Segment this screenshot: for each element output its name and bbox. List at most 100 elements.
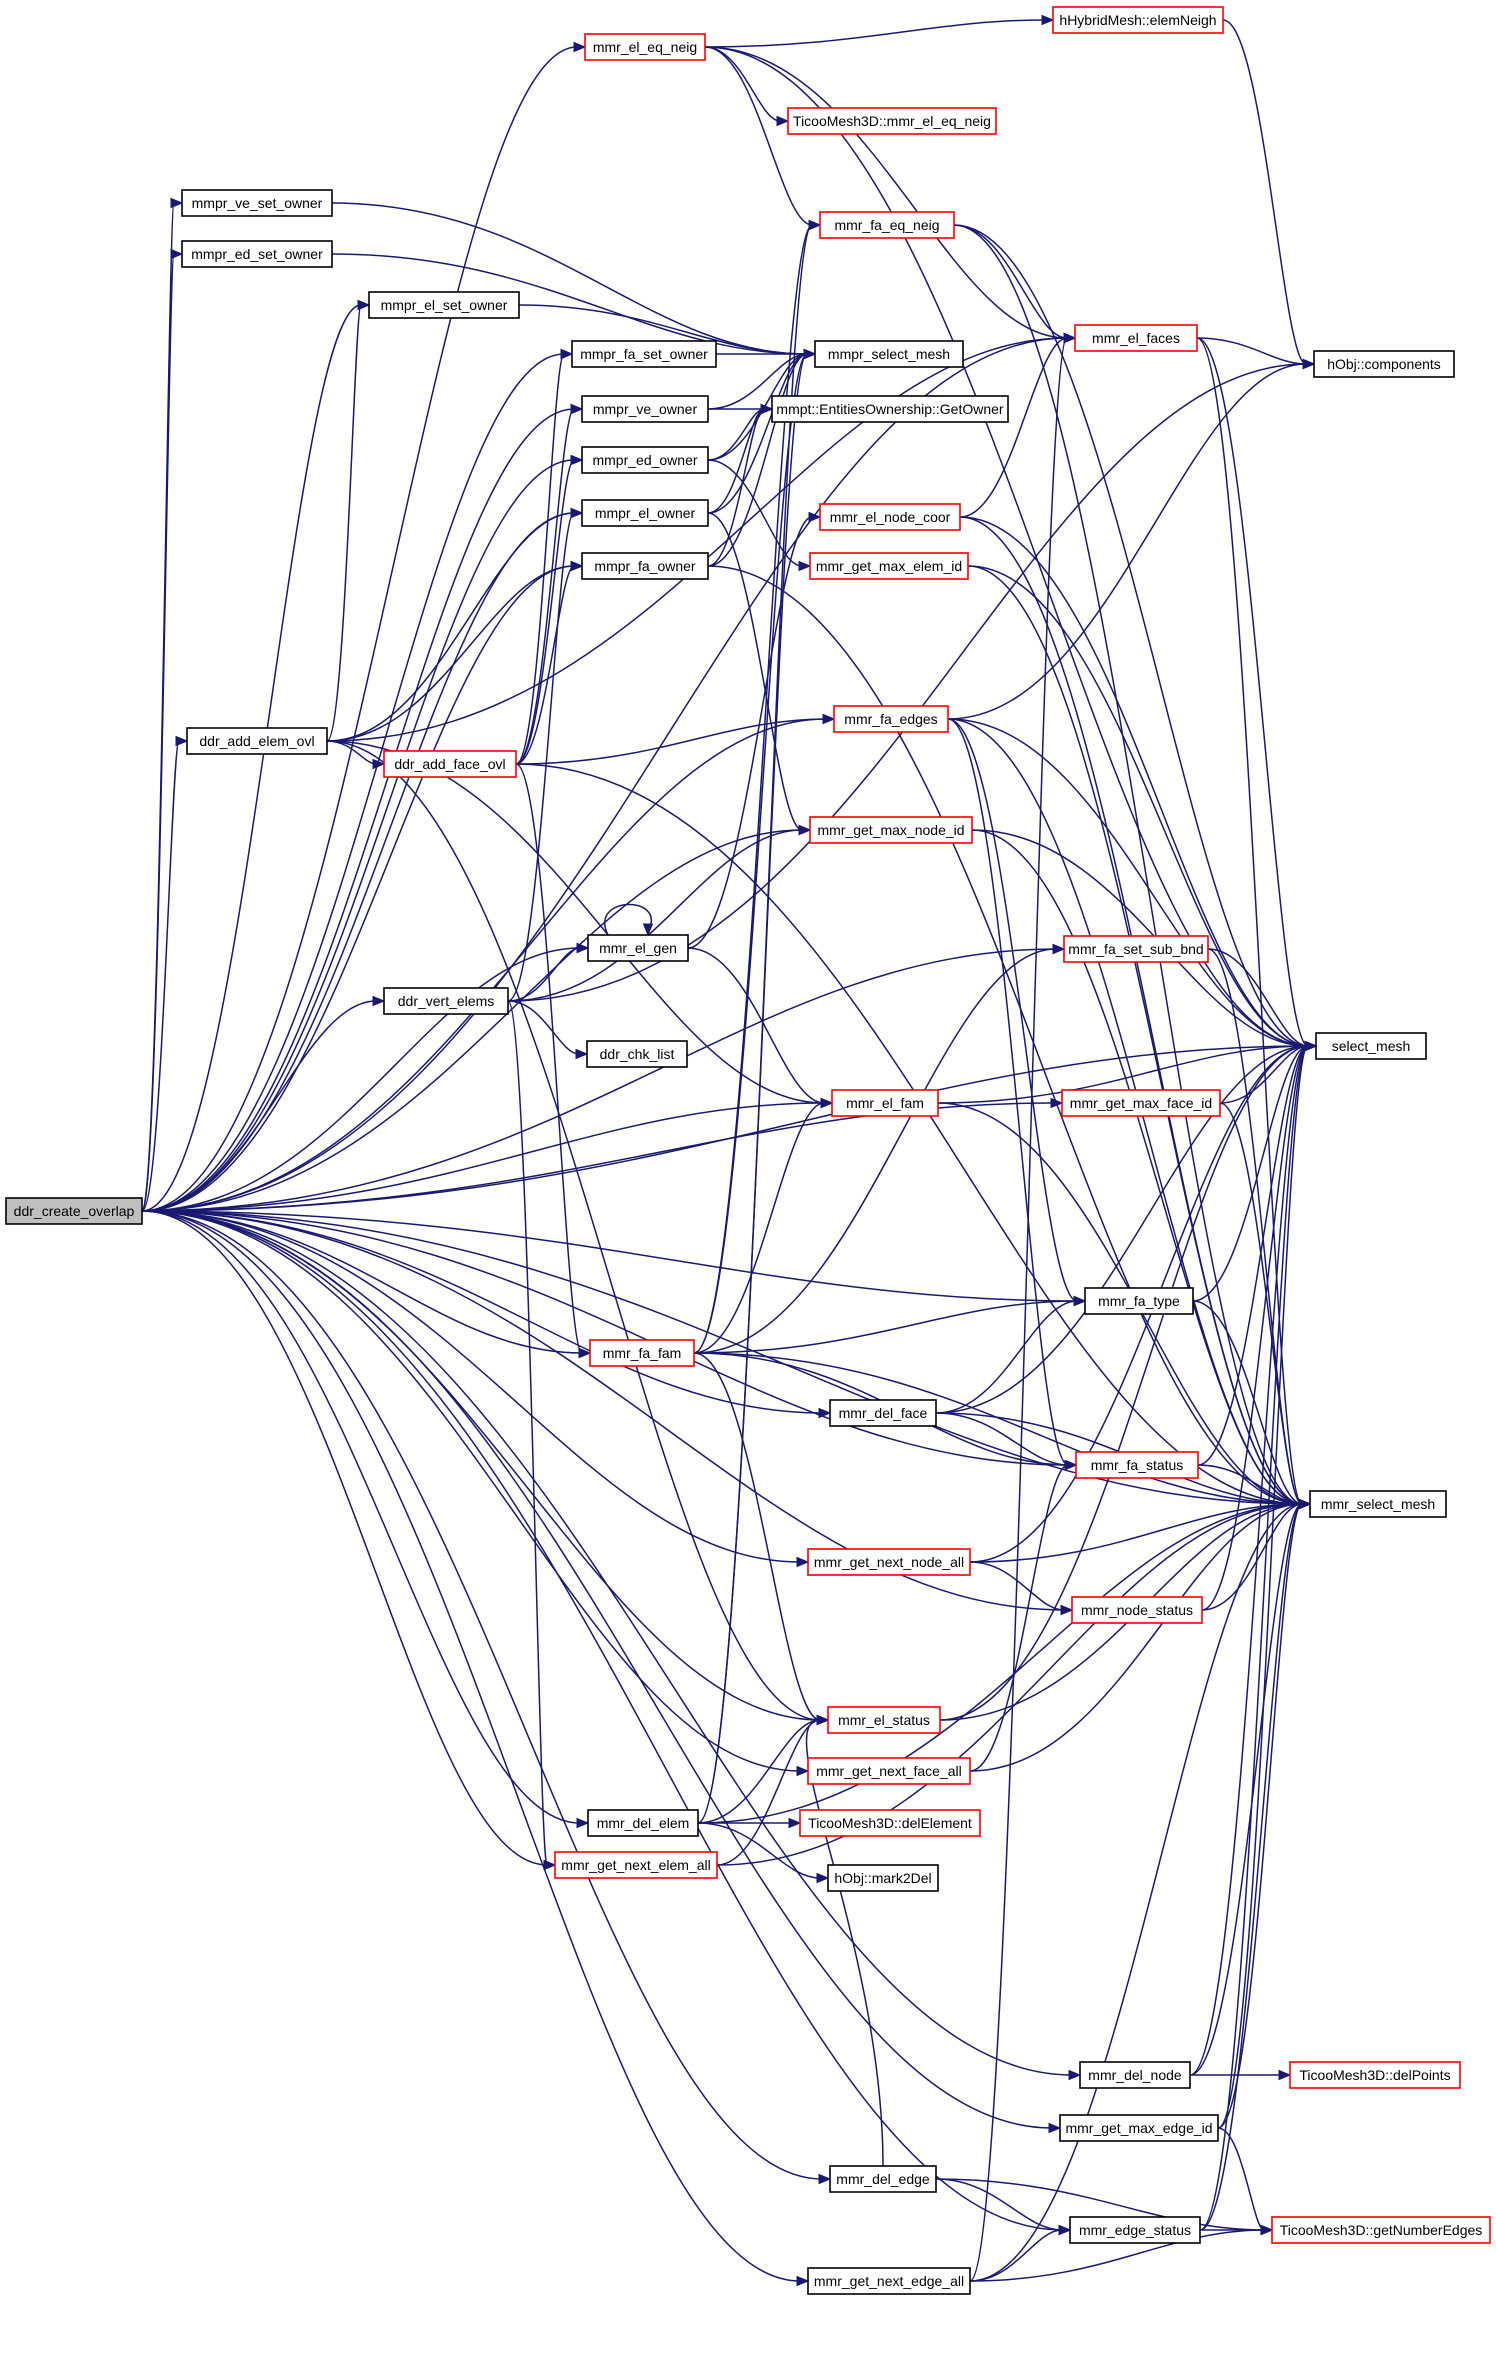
node-box[interactable] bbox=[581, 552, 709, 580]
node-box[interactable] bbox=[1074, 324, 1198, 352]
node-box[interactable] bbox=[1061, 1089, 1221, 1117]
node-mmpr-ed-owner[interactable]: mmpr_ed_owner bbox=[581, 446, 709, 474]
node-select-mesh[interactable]: select_mesh bbox=[1315, 1032, 1427, 1060]
node-mmr-del-edge[interactable]: mmr_del_edge bbox=[829, 2165, 937, 2193]
node-box[interactable] bbox=[581, 446, 709, 474]
node-box[interactable] bbox=[1052, 6, 1224, 34]
node-mmpr-ed-set-owner[interactable]: mmpr_ed_set_owner bbox=[181, 240, 333, 268]
node-box[interactable] bbox=[831, 1089, 939, 1117]
node-box[interactable] bbox=[1289, 2061, 1461, 2089]
node-box[interactable] bbox=[807, 1757, 971, 1785]
node-ddr-add-face-ovl[interactable]: ddr_add_face_ovl bbox=[383, 750, 517, 778]
node-box[interactable] bbox=[1079, 2061, 1191, 2089]
node-box[interactable] bbox=[1313, 350, 1455, 378]
node-mmpr-select-mesh[interactable]: mmpr_select_mesh bbox=[814, 340, 964, 368]
node-box[interactable] bbox=[819, 503, 961, 531]
node-ticoomesh3d-delpoints[interactable]: TicooMesh3D::delPoints bbox=[1289, 2061, 1461, 2089]
node-mmpr-fa-owner[interactable]: mmpr_fa_owner bbox=[581, 552, 709, 580]
node-box[interactable] bbox=[584, 33, 706, 61]
node-box[interactable] bbox=[1315, 1032, 1427, 1060]
node-box[interactable] bbox=[787, 107, 997, 135]
node-mmr-del-face[interactable]: mmr_del_face bbox=[829, 1399, 937, 1427]
node-mmr-del-elem[interactable]: mmr_del_elem bbox=[587, 1809, 699, 1837]
node-box[interactable] bbox=[181, 189, 333, 217]
node-mmr-edge-status[interactable]: mmr_edge_status bbox=[1069, 2216, 1201, 2244]
node-ddr-add-elem-ovl[interactable]: ddr_add_elem_ovl bbox=[186, 727, 328, 755]
node-box[interactable] bbox=[809, 816, 973, 844]
node-ticoomesh3d-getnumberedges[interactable]: TicooMesh3D::getNumberEdges bbox=[1271, 2216, 1491, 2244]
node-box[interactable] bbox=[829, 2165, 937, 2193]
node-mmr-fa-edges[interactable]: mmr_fa_edges bbox=[833, 705, 949, 733]
node-mmr-fa-status[interactable]: mmr_fa_status bbox=[1075, 1451, 1199, 1479]
node-mmr-del-node[interactable]: mmr_del_node bbox=[1079, 2061, 1191, 2089]
node-mmr-el-status[interactable]: mmr_el_status bbox=[827, 1706, 941, 1734]
node-mmr-el-faces[interactable]: mmr_el_faces bbox=[1074, 324, 1198, 352]
node-mmr-get-next-elem-all[interactable]: mmr_get_next_elem_all bbox=[554, 1851, 718, 1879]
node-box[interactable] bbox=[581, 499, 709, 527]
node-mmr-el-eq-neig[interactable]: mmr_el_eq_neig bbox=[584, 33, 706, 61]
node-mmr-get-next-face-all[interactable]: mmr_get_next_face_all bbox=[807, 1757, 971, 1785]
node-box[interactable] bbox=[827, 1864, 939, 1892]
node-mmr-get-next-node-all[interactable]: mmr_get_next_node_all bbox=[807, 1548, 971, 1576]
node-box[interactable] bbox=[807, 1548, 971, 1576]
node-box[interactable] bbox=[1075, 1451, 1199, 1479]
node-box[interactable] bbox=[1271, 2216, 1491, 2244]
node-hhybridmesh-elemneigh[interactable]: hHybridMesh::elemNeigh bbox=[1052, 6, 1224, 34]
node-mmr-el-fam[interactable]: mmr_el_fam bbox=[831, 1089, 939, 1117]
node-box[interactable] bbox=[829, 1399, 937, 1427]
node-box[interactable] bbox=[1069, 2216, 1201, 2244]
node-mmpr-fa-set-owner[interactable]: mmpr_fa_set_owner bbox=[571, 340, 717, 368]
node-box[interactable] bbox=[589, 1339, 695, 1367]
node-mmpr-el-set-owner[interactable]: mmpr_el_set_owner bbox=[368, 291, 520, 319]
node-box[interactable] bbox=[581, 395, 709, 423]
node-box[interactable] bbox=[1059, 2114, 1219, 2142]
node-mmr-fa-type[interactable]: mmr_fa_type bbox=[1084, 1287, 1194, 1315]
node-mmpr-ve-owner[interactable]: mmpr_ve_owner bbox=[581, 395, 709, 423]
node-box[interactable] bbox=[554, 1851, 718, 1879]
node-box[interactable] bbox=[383, 750, 517, 778]
node-mmr-get-next-edge-all[interactable]: mmr_get_next_edge_all bbox=[807, 2267, 971, 2295]
node-box[interactable] bbox=[383, 987, 509, 1015]
node-mmpr-ve-set-owner[interactable]: mmpr_ve_set_owner bbox=[181, 189, 333, 217]
node-mmr-get-max-edge-id[interactable]: mmr_get_max_edge_id bbox=[1059, 2114, 1219, 2142]
node-box[interactable] bbox=[833, 705, 949, 733]
node-box[interactable] bbox=[5, 1197, 143, 1225]
node-box[interactable] bbox=[1071, 1596, 1203, 1624]
node-box[interactable] bbox=[819, 211, 955, 239]
node-box[interactable] bbox=[586, 1040, 688, 1068]
node-mmr-fa-set-sub-bnd[interactable]: mmr_fa_set_sub_bnd bbox=[1063, 935, 1209, 963]
node-ticoomesh3d-mmr-el-eq-neig[interactable]: TicooMesh3D::mmr_el_eq_neig bbox=[787, 107, 997, 135]
node-box[interactable] bbox=[814, 340, 964, 368]
node-mmpt-getowner[interactable]: mmpt::EntitiesOwnership::GetOwner bbox=[771, 395, 1009, 423]
node-box[interactable] bbox=[809, 552, 969, 580]
node-hobj-mark2del[interactable]: hObj::mark2Del bbox=[827, 1864, 939, 1892]
node-ddr-vert-elems[interactable]: ddr_vert_elems bbox=[383, 987, 509, 1015]
node-ddr-chk-list[interactable]: ddr_chk_list bbox=[586, 1040, 688, 1068]
node-mmr-select-mesh[interactable]: mmr_select_mesh bbox=[1309, 1490, 1447, 1518]
node-mmr-el-node-coor[interactable]: mmr_el_node_coor bbox=[819, 503, 961, 531]
node-mmr-fa-eq-neig[interactable]: mmr_fa_eq_neig bbox=[819, 211, 955, 239]
node-ddr-create-overlap[interactable]: ddr_create_overlap bbox=[5, 1197, 143, 1225]
node-box[interactable] bbox=[368, 291, 520, 319]
node-box[interactable] bbox=[827, 1706, 941, 1734]
node-box[interactable] bbox=[571, 340, 717, 368]
node-mmr-get-max-node-id[interactable]: mmr_get_max_node_id bbox=[809, 816, 973, 844]
node-mmr-get-max-elem-id[interactable]: mmr_get_max_elem_id bbox=[809, 552, 969, 580]
node-mmr-node-status[interactable]: mmr_node_status bbox=[1071, 1596, 1203, 1624]
node-box[interactable] bbox=[1063, 935, 1209, 963]
node-box[interactable] bbox=[587, 1809, 699, 1837]
node-ticoomesh3d-delelement[interactable]: TicooMesh3D::delElement bbox=[799, 1809, 981, 1837]
node-box[interactable] bbox=[771, 395, 1009, 423]
node-mmr-get-max-face-id[interactable]: mmr_get_max_face_id bbox=[1061, 1089, 1221, 1117]
node-hobj-components[interactable]: hObj::components bbox=[1313, 350, 1455, 378]
node-box[interactable] bbox=[1084, 1287, 1194, 1315]
node-box[interactable] bbox=[587, 934, 689, 962]
node-box[interactable] bbox=[186, 727, 328, 755]
node-box[interactable] bbox=[181, 240, 333, 268]
node-mmr-el-gen[interactable]: mmr_el_gen bbox=[587, 934, 689, 962]
node-box[interactable] bbox=[1309, 1490, 1447, 1518]
node-mmr-fa-fam[interactable]: mmr_fa_fam bbox=[589, 1339, 695, 1367]
node-box[interactable] bbox=[807, 2267, 971, 2295]
node-box[interactable] bbox=[799, 1809, 981, 1837]
node-mmpr-el-owner[interactable]: mmpr_el_owner bbox=[581, 499, 709, 527]
